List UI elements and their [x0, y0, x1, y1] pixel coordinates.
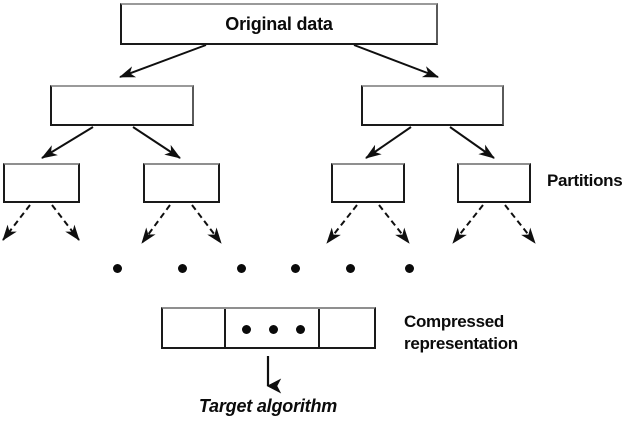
- ellipsis-dot: [346, 264, 355, 273]
- edge-partition-2-dashed-right: [191, 204, 222, 244]
- node-partition-1: [3, 163, 80, 203]
- edge-mid-right-to-partition-4: [449, 126, 495, 159]
- label-partitions: Partitions: [547, 171, 623, 190]
- edge-partition-1-dashed-left: [2, 204, 31, 241]
- edge-root-to-mid-left: [119, 44, 207, 78]
- ellipsis-dot: [291, 264, 300, 273]
- ellipsis-dot: [237, 264, 246, 273]
- compressed-ellipsis-dot: [296, 325, 305, 334]
- edge-mid-right-to-partition-3: [365, 126, 412, 159]
- node-partition-2: [143, 163, 220, 203]
- compressed-ellipsis-dot: [269, 325, 278, 334]
- ellipsis-dot: [178, 264, 187, 273]
- compressed-cell-left: [163, 309, 224, 347]
- edge-partition-1-dashed-right: [51, 204, 80, 241]
- node-original-data: Original data: [120, 3, 438, 45]
- edge-partition-3-dashed-right: [378, 204, 410, 244]
- label-compressed-line-1: Compressed: [404, 312, 504, 331]
- compressed-ellipsis-dot: [242, 325, 251, 334]
- edge-root-to-mid-right: [353, 44, 439, 78]
- node-partition-4: [457, 163, 531, 203]
- edge-partition-4-dashed-right: [504, 204, 536, 244]
- edge-partition-4-dashed-left: [452, 204, 484, 244]
- node-partition-3: [331, 163, 405, 203]
- ellipsis-dot: [113, 264, 122, 273]
- label-compressed-line-2: representation: [404, 334, 518, 353]
- node-mid-right: [361, 85, 504, 126]
- edge-mid-left-to-partition-2: [132, 126, 181, 159]
- node-original-data-label: Original data: [225, 14, 333, 34]
- edge-mid-left-to-partition-1: [41, 126, 94, 159]
- node-mid-left: [50, 85, 194, 126]
- label-compressed-representation: Compressed representation: [404, 311, 584, 355]
- compressed-cell-middle: [224, 309, 318, 347]
- label-target-algorithm: Target algorithm: [198, 396, 338, 416]
- edge-partition-2-dashed-left: [141, 204, 171, 244]
- ellipsis-dot: [405, 264, 414, 273]
- edge-partition-3-dashed-left: [326, 204, 358, 244]
- node-compressed-representation: [161, 307, 376, 349]
- compressed-cell-right: [318, 309, 374, 347]
